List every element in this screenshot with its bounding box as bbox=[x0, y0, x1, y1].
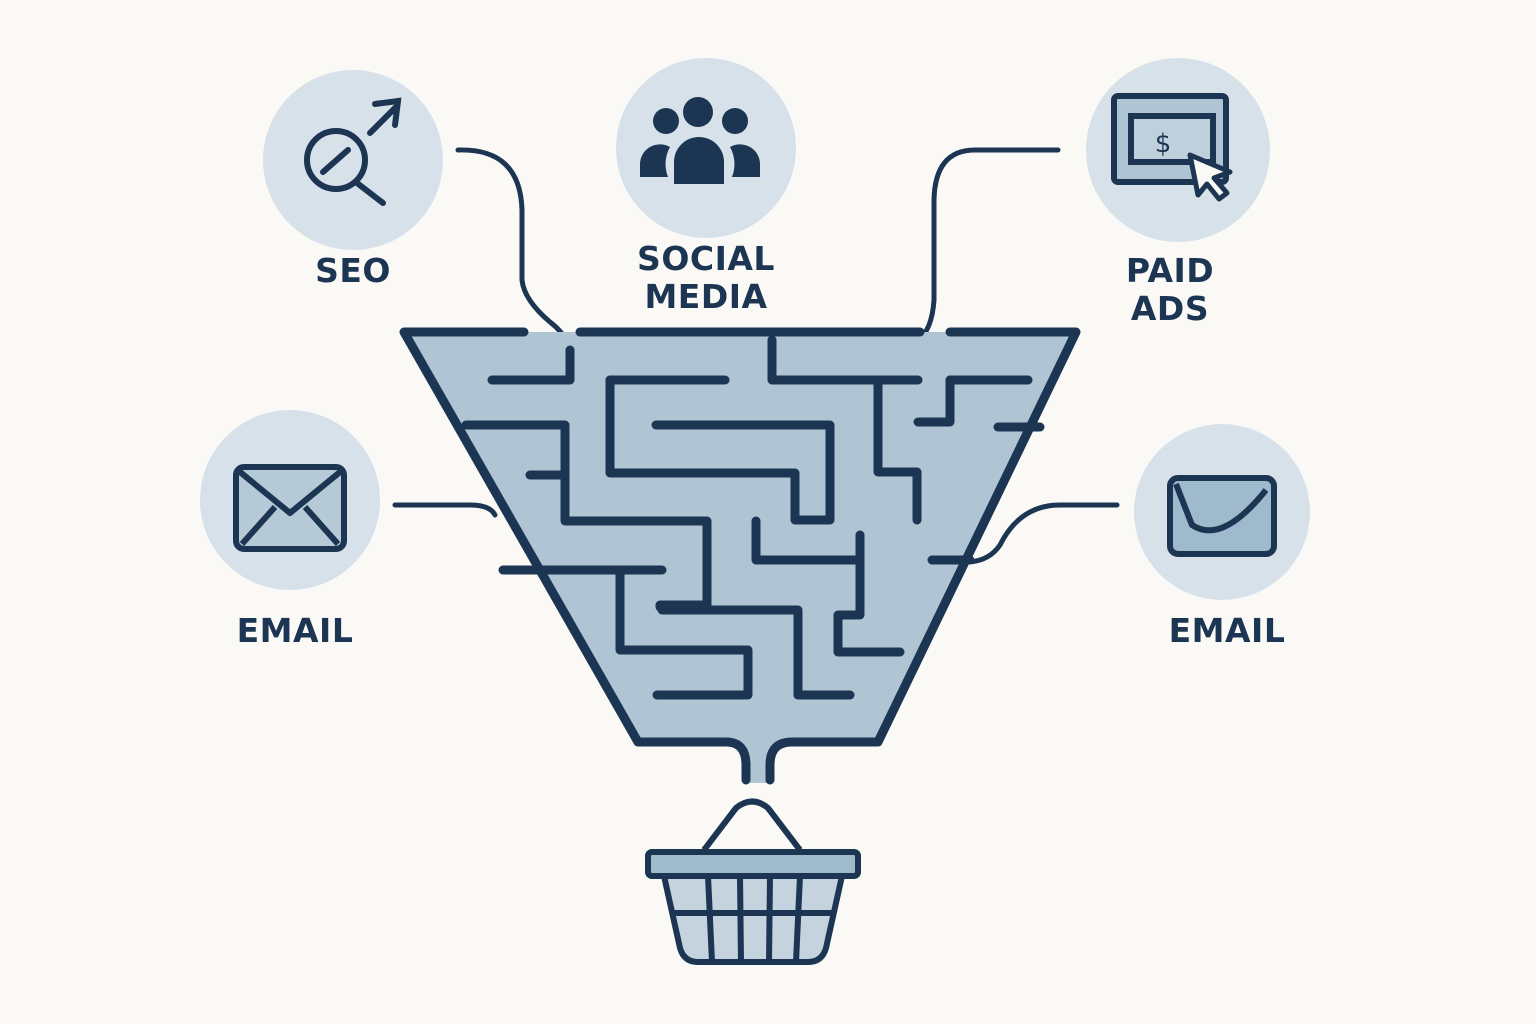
email-right-label: EMAIL bbox=[1168, 611, 1286, 650]
seo-label: SEO bbox=[315, 251, 391, 290]
email-right-connector bbox=[967, 502, 1120, 565]
people-group-icon bbox=[639, 97, 761, 184]
email-left-connector bbox=[392, 502, 498, 518]
maze-funnel bbox=[399, 327, 1081, 785]
social-label-line2: MEDIA bbox=[644, 277, 768, 316]
social-label-line1: SOCIAL bbox=[637, 239, 775, 278]
magnifier-arrow-icon bbox=[304, 97, 402, 206]
svg-text:$: $ bbox=[1155, 129, 1172, 159]
email-left-label: EMAIL bbox=[236, 611, 354, 650]
shopping-basket-icon bbox=[645, 798, 861, 965]
envelope-open-icon bbox=[1167, 475, 1277, 557]
screen-dollar-cursor-icon: $ bbox=[1111, 93, 1233, 202]
envelope-icon bbox=[233, 464, 347, 552]
paid-ads-label: PAID ADS bbox=[1090, 252, 1250, 328]
paid-label-line2: ADS bbox=[1130, 289, 1210, 328]
paid-label-line1: PAID bbox=[1125, 251, 1215, 290]
social-media-label: SOCIAL MEDIA bbox=[606, 240, 806, 316]
seo-circle bbox=[263, 70, 443, 250]
